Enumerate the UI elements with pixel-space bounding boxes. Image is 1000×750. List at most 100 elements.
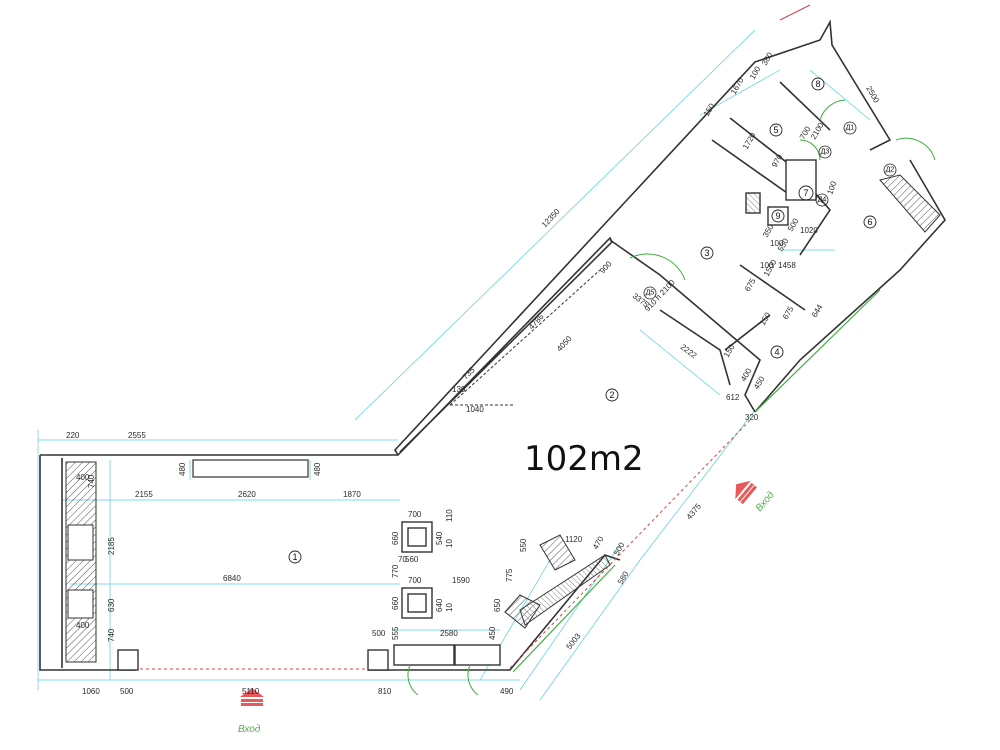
entrance-lines: [140, 417, 753, 670]
dim-label: 10: [445, 539, 454, 548]
dim-label: 100: [760, 261, 774, 270]
door-swings: [407, 99, 936, 696]
door-label: Д3: [821, 149, 830, 156]
dim-label: 5003: [564, 631, 582, 651]
dim-label: 500: [372, 629, 386, 638]
dim-label: 450: [488, 626, 497, 640]
door-label: Д2: [886, 167, 895, 174]
room-number: 9: [775, 211, 780, 221]
dim-label: 480: [178, 462, 187, 476]
dim-label: 5110: [242, 687, 260, 696]
dim-label: 400: [76, 621, 90, 630]
room-number: 8: [815, 79, 820, 89]
dim-label: 675: [781, 304, 796, 321]
dimension-labels-rotated: 740 480 480 2185 630 740 660 660 540 110…: [87, 50, 881, 651]
dim-label: 220: [66, 431, 80, 440]
dim-label: 612: [726, 393, 740, 402]
dim-label: 630: [107, 598, 116, 612]
door-markers: [643, 121, 897, 300]
dim-label: 100: [825, 180, 838, 196]
room-number: 2: [609, 390, 614, 400]
dim-label: 580: [616, 569, 631, 586]
area-label: 102m2: [524, 439, 644, 479]
dim-label: 1590: [452, 576, 470, 585]
dim-label: 2222: [679, 342, 699, 360]
room-number: 3: [704, 248, 709, 258]
dim-label: 1720: [741, 131, 758, 151]
dim-label: 810: [378, 687, 392, 696]
dim-label: 400: [76, 473, 90, 482]
door-label: Д1: [846, 125, 855, 132]
wall-niche: [192, 459, 309, 478]
dim-label: 1020: [800, 226, 818, 235]
dim-label: 775: [505, 568, 514, 582]
dim-label: 470: [591, 534, 606, 551]
dim-label: 490: [500, 687, 514, 696]
dim-label: 110: [445, 509, 454, 522]
room-number: 5: [773, 125, 778, 135]
dim-label: 660: [391, 596, 400, 610]
columns: [117, 159, 817, 671]
room-markers: [288, 77, 877, 564]
room-number: 1: [292, 552, 297, 562]
dim-label: 2620: [238, 490, 256, 499]
dim-label: 700: [408, 510, 422, 519]
room-number: 6: [867, 217, 872, 227]
hatched-elements: [65, 174, 941, 663]
dim-label: 1870: [343, 490, 361, 499]
dim-label: 660: [391, 531, 400, 545]
dim-label: 70: [398, 555, 407, 564]
dim-label: 1060: [82, 687, 100, 696]
dim-label: 100: [770, 239, 784, 248]
dim-label: 770: [391, 564, 400, 578]
dim-label: 970: [770, 152, 785, 169]
entrance-arrow-icon: [735, 480, 757, 505]
dim-label: 2155: [135, 490, 153, 499]
glazing-lines: [512, 289, 881, 673]
dim-label: 450: [752, 374, 767, 391]
dim-label: 150: [722, 342, 737, 359]
dim-label: 644: [810, 302, 825, 319]
dim-label: 550: [519, 538, 528, 552]
dim-label: 150: [702, 101, 717, 118]
dim-label: 1040: [466, 405, 484, 414]
dim-label: 380: [760, 50, 775, 67]
dim-label: 2555: [128, 431, 146, 440]
dim-label: 10: [445, 603, 454, 612]
entrance-arrow-icon: [240, 688, 264, 706]
room-number: 7: [803, 188, 808, 198]
dim-label: 6840: [223, 574, 241, 583]
dimension-labels: 220 2555 400 2155 2620 1870 6840 400 106…: [66, 226, 818, 696]
dim-label: 900: [598, 259, 614, 275]
dim-label: 1120: [565, 535, 583, 544]
dim-label: 675: [743, 276, 758, 293]
dim-label: 640: [435, 598, 444, 612]
dim-label: 150: [758, 310, 773, 327]
dim-label: 555: [391, 626, 400, 640]
door-label: Д4: [818, 197, 827, 204]
dim-label: 320: [745, 413, 759, 422]
room-number: 4: [774, 347, 779, 357]
dim-label: 540: [435, 531, 444, 545]
walls: [39, 19, 946, 671]
dim-label: 560: [405, 555, 419, 564]
dim-label: 500: [120, 687, 134, 696]
dim-label: 500: [612, 540, 627, 557]
dim-label: 700: [408, 576, 422, 585]
dim-label: 1670: [729, 76, 746, 96]
dim-label: 2185: [107, 537, 116, 555]
dim-label: 480: [313, 462, 322, 476]
entrance-label: Вход: [754, 489, 777, 514]
door-label: Д5: [646, 290, 655, 297]
dim-label: 740: [107, 628, 116, 642]
dim-label: 130: [452, 385, 466, 394]
entrance-label: Вход: [238, 724, 261, 735]
dim-label: 1458: [778, 261, 796, 270]
dim-label: 650: [493, 598, 502, 612]
dim-label: 2580: [440, 629, 458, 638]
dim-label: 12350: [540, 207, 562, 230]
dim-label: 4050: [555, 334, 574, 354]
dim-label: 4375: [685, 501, 704, 521]
dim-label: 740: [87, 474, 96, 488]
